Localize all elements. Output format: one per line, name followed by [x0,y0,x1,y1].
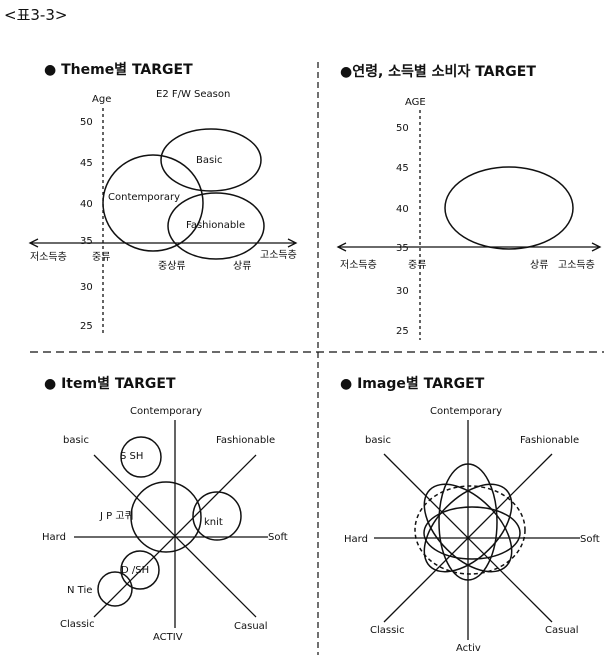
dress-shirt-circle [120,550,160,590]
age-income-x-right-label: 고소득층 [558,259,595,271]
item-axis-left: Hard [42,532,66,543]
age-income-x-arrow-right [591,242,602,252]
age-income-age-label: AGE [405,97,426,108]
basic-ellipse [423,483,513,573]
knit-label: knit [204,517,223,528]
image-axis-bottom-left: Classic [370,625,405,636]
item-axis-bottom-right: Casual [234,621,268,632]
theme-tick-45: 45 [80,158,93,169]
fashionable-label: Fashionable [186,220,245,231]
age-income-x-arrow-left [336,242,347,252]
theme-x-label-upper: 상류 [233,260,251,272]
image-panel: ● Image별 TARGET Contemporary Activ Hard … [340,375,600,654]
item-axis-bottom: ACTIV [153,632,183,643]
age-income-tick-25: 25 [396,326,409,337]
item-axis-right: Soft [268,532,288,543]
image-axis-bottom-right: Casual [545,625,579,636]
image-title: ● Image별 TARGET [340,375,485,392]
contemporary-ellipse [438,463,498,581]
theme-tick-40: 40 [80,199,93,210]
age-income-x-label-middle: 중류 [408,259,426,271]
age-income-x-label-upper: 상류 [530,259,548,271]
age-income-tick-45: 45 [396,163,409,174]
fashionable-ellipse [423,483,513,573]
age-income-tick-40: 40 [396,204,409,215]
shirt-circle [120,436,162,478]
figure-label: <표3-3> [4,6,67,24]
image-axis-top-left: basic [365,435,391,446]
tie-label: N Tie [67,585,92,596]
contemporary-label: Contemporary [108,192,180,203]
theme-panel: ● Theme별 TARGET Age E2 F/W Season 50 45 … [28,61,298,335]
item-axis-bottom-left: Classic [60,619,95,630]
shirt-label: S SH [120,451,143,462]
age-income-panel: ●연령, 소득별 소비자 TARGET AGE 50 45 40 35 30 2… [336,63,602,340]
age-income-tick-50: 50 [396,123,409,134]
basic-ellipse [160,128,262,192]
image-axis-left: Hard [344,534,368,545]
knit-circle [192,491,242,541]
theme-x-arrow-left [28,238,39,248]
item-axis-top-left: basic [63,435,89,446]
tie-circle [97,571,133,607]
item-diagonal-axis-2 [93,454,257,618]
theme-x-left-label: 저소득층 [30,251,67,263]
fashionable-ellipse [167,192,265,260]
soft-ellipse [423,506,521,560]
contemporary-ellipse [102,154,204,252]
target-ellipse [444,166,574,250]
jacket-pants-label: J P 고퀴 [99,510,134,522]
image-axis-right: Soft [580,534,600,545]
image-axis-top-right: Fashionable [520,435,579,446]
theme-tick-35: 35 [80,236,93,247]
image-axis-bottom: Activ [456,643,481,654]
theme-x-arrow-right [287,238,298,248]
age-income-tick-30: 30 [396,286,409,297]
image-axis-top: Contemporary [430,406,502,417]
item-axis-top: Contemporary [130,406,202,417]
season-note: E2 F/W Season [156,89,230,100]
theme-age-label: Age [92,94,111,105]
item-axis-top-right: Fashionable [216,435,275,446]
age-income-x-left-label: 저소득층 [340,259,377,271]
age-income-tick-35: 35 [396,243,409,254]
theme-tick-25: 25 [80,321,93,332]
theme-tick-30: 30 [80,282,93,293]
age-income-title: ●연령, 소득별 소비자 TARGET [340,63,536,80]
theme-tick-50: 50 [80,117,93,128]
theme-x-label-middle: 중류 [92,251,110,263]
theme-x-label-upper-middle: 중상류 [158,260,186,272]
theme-title: ● Theme별 TARGET [44,61,193,78]
item-title: ● Item별 TARGET [44,375,176,392]
image-diagonal-axis-2 [383,453,553,623]
jacket-pants-circle [130,481,202,553]
dress-shirt-label: D /SH [121,565,149,576]
basic-label: Basic [196,155,222,166]
dashed-target-ellipse [414,485,526,575]
theme-x-right-label: 고소득층 [260,249,297,261]
item-panel: ● Item별 TARGET Contemporary ACTIV Hard S… [42,375,288,643]
